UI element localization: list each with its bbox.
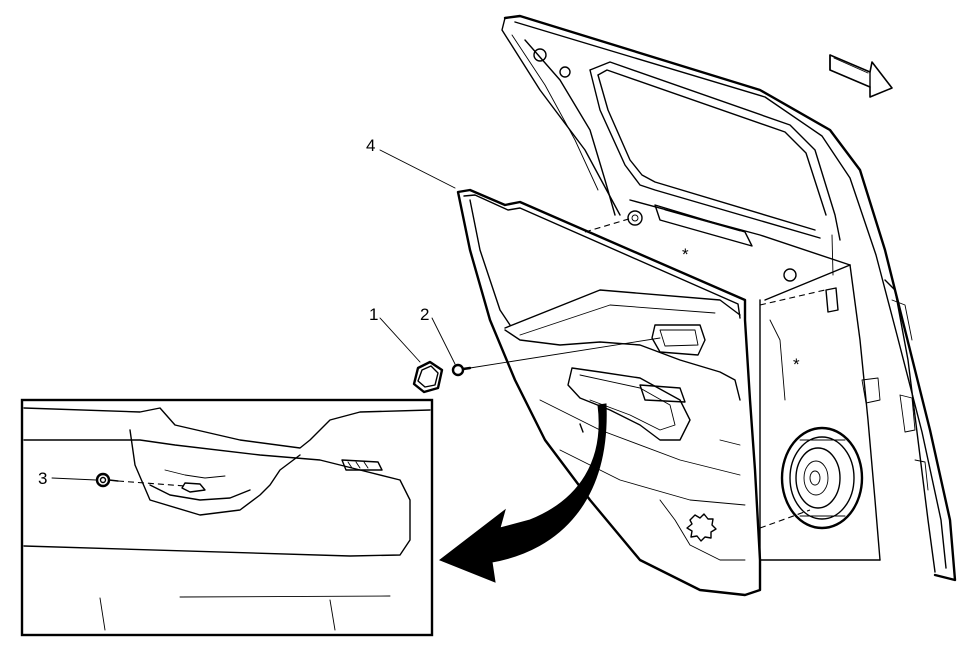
leader-1 (379, 317, 421, 363)
door-inner-frame (501, 14, 957, 582)
asterisk-marker: * (793, 355, 800, 374)
armrest (504, 329, 741, 441)
asterisk-marker: * (682, 245, 689, 264)
alignment-lines (584, 217, 826, 529)
callout-leaders (51, 149, 456, 481)
curved-arrow (438, 403, 607, 583)
part-2-screw (451, 337, 661, 377)
leader-4 (379, 149, 456, 189)
door-trim-panel (456, 188, 762, 597)
asterisk-markers: * * (682, 245, 800, 374)
forward-arrow-icon (829, 54, 893, 98)
leader-2 (431, 317, 456, 365)
leader-3 (51, 477, 97, 481)
detail-inset (20, 398, 434, 637)
callout-2: 2 (420, 305, 429, 324)
callout-4: 4 (366, 136, 375, 155)
speaker (780, 426, 864, 530)
callout-3: 3 (38, 469, 47, 488)
door-handle-bezel (651, 324, 706, 356)
part-1-cap (412, 360, 444, 394)
callout-1: 1 (369, 305, 378, 324)
